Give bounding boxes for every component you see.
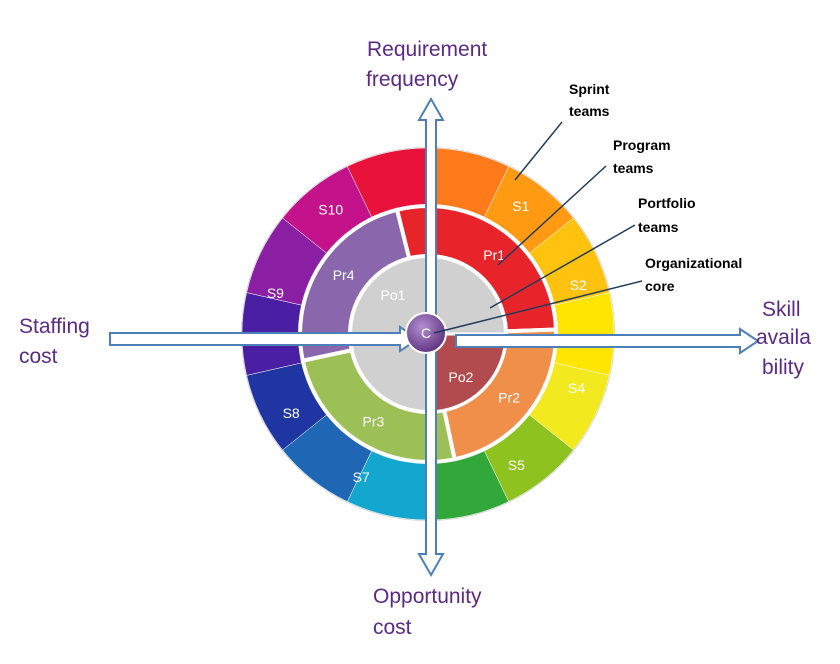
core-label: C bbox=[421, 325, 431, 341]
sprint-team-label: S10 bbox=[318, 201, 343, 217]
portfolio-team-label: Po1 bbox=[381, 287, 406, 303]
sprint-team-label: S4 bbox=[568, 380, 585, 396]
organizational-core bbox=[405, 312, 447, 354]
sprint-callout-line1: Sprint bbox=[569, 81, 610, 97]
program-team-label: Pr2 bbox=[498, 389, 520, 405]
program-team-label: Pr4 bbox=[333, 267, 355, 283]
portfolio-teams-leader bbox=[489, 224, 636, 309]
program-callout-line2: teams bbox=[613, 160, 654, 176]
portfolio-callout-line2: teams bbox=[638, 219, 679, 235]
program-team-label: Pr3 bbox=[363, 413, 385, 429]
portfolio-callout-line1: Portfolio bbox=[638, 195, 696, 211]
program-callout-line1: Program bbox=[613, 137, 671, 153]
portfolio-team-label: Po2 bbox=[449, 369, 474, 385]
program-ring-segment bbox=[300, 347, 457, 464]
frequency-label: frequency bbox=[366, 68, 459, 91]
sprint-team-label: S8 bbox=[283, 405, 300, 421]
core-callout-line1: Organizational bbox=[645, 255, 742, 271]
staffing-cost-label: cost bbox=[19, 345, 58, 368]
sprint-teams-leader bbox=[514, 121, 563, 181]
program-teams-leader bbox=[497, 165, 607, 266]
skill-label: Skill bbox=[762, 298, 801, 321]
core-callout-line2: core bbox=[645, 278, 675, 294]
program-ring-segment bbox=[298, 207, 412, 363]
sprint-team-label: S1 bbox=[512, 198, 529, 214]
sprint-team-label: S2 bbox=[570, 277, 587, 293]
opportunity-cost-label: cost bbox=[373, 616, 412, 639]
sprint-callout-line2: teams bbox=[569, 103, 610, 119]
sprint-team-label: S5 bbox=[508, 457, 525, 473]
availa-label: availa bbox=[756, 326, 811, 349]
organizational-core-leader bbox=[433, 280, 643, 334]
opportunity-label: Opportunity bbox=[373, 585, 482, 608]
sprint-team-label: S7 bbox=[353, 469, 370, 485]
program-team-label: Pr1 bbox=[483, 247, 505, 263]
skill-availability-arrow bbox=[455, 327, 760, 355]
bility-label: bility bbox=[762, 356, 805, 379]
staffing-label: Staffing bbox=[19, 315, 90, 338]
sprint-team-label: S9 bbox=[267, 285, 284, 301]
requirement-label: Requirement bbox=[367, 38, 487, 61]
